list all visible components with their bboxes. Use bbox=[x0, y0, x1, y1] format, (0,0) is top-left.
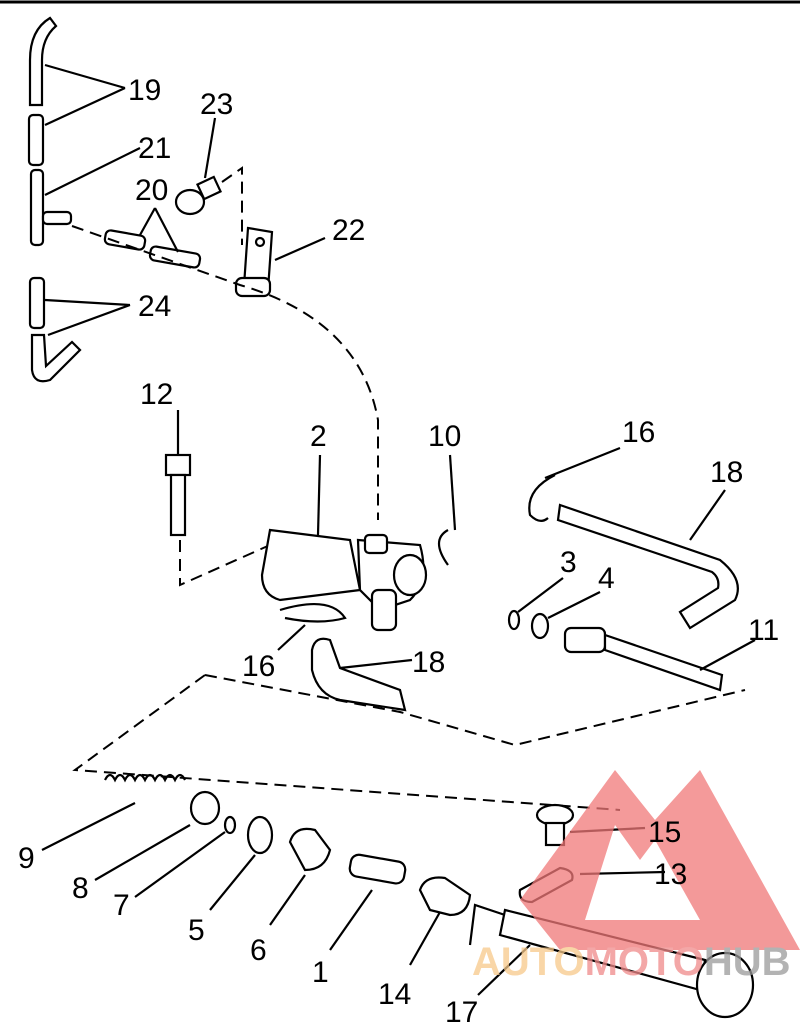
hose-18 bbox=[556, 503, 739, 630]
leader-dashed bbox=[72, 674, 621, 811]
watermark-hub: HUB bbox=[704, 940, 791, 984]
label-2: 2 bbox=[310, 420, 327, 453]
label-24: 24 bbox=[138, 290, 171, 323]
svg-text:AUTOMOTOHUB: AUTOMOTOHUB bbox=[472, 940, 791, 984]
label-22: 22 bbox=[332, 214, 365, 247]
bolt-12 bbox=[164, 453, 192, 537]
plunger-1 bbox=[348, 853, 407, 885]
leader-dashed bbox=[71, 225, 379, 520]
part-labels: 19 23 21 20 22 24 12 2 10 16 18 3 4 11 1… bbox=[18, 74, 779, 1024]
cap-6 bbox=[288, 827, 332, 872]
hose-18 bbox=[310, 637, 407, 712]
clip-10 bbox=[437, 529, 449, 566]
nut-14 bbox=[418, 876, 472, 917]
hose-24 bbox=[28, 276, 82, 383]
hose-20 bbox=[103, 229, 202, 269]
oring-3 bbox=[507, 609, 521, 631]
label-10: 10 bbox=[428, 420, 461, 453]
label-23: 23 bbox=[200, 88, 233, 121]
carburetor-body-2 bbox=[260, 528, 428, 632]
washer-8 bbox=[189, 790, 221, 826]
clip-16 bbox=[528, 474, 556, 522]
leader-lines bbox=[41, 63, 756, 996]
label-5: 5 bbox=[188, 914, 205, 947]
label-13: 13 bbox=[654, 858, 687, 891]
label-6: 6 bbox=[250, 934, 267, 967]
clip-16 bbox=[279, 603, 347, 623]
label-9: 9 bbox=[18, 842, 35, 875]
label-7: 7 bbox=[113, 889, 130, 922]
label-18: 18 bbox=[412, 646, 445, 679]
leader-dashed bbox=[221, 166, 243, 245]
leader-dashed bbox=[204, 674, 746, 747]
oring-4 bbox=[530, 612, 550, 640]
label-18: 18 bbox=[710, 456, 743, 489]
screw-15 bbox=[535, 803, 575, 847]
label-12: 12 bbox=[140, 378, 173, 411]
label-3: 3 bbox=[560, 546, 577, 579]
spring-9 bbox=[104, 773, 186, 783]
tee-fitting-21 bbox=[29, 168, 73, 247]
oring-5 bbox=[246, 815, 274, 855]
watermark-moto: MOTO bbox=[585, 940, 704, 984]
label-1: 1 bbox=[312, 956, 329, 989]
label-20: 20 bbox=[135, 174, 168, 207]
leader-dashed bbox=[179, 540, 271, 587]
needle-11 bbox=[563, 626, 724, 692]
label-11: 11 bbox=[748, 614, 779, 647]
watermark-auto: AUTO bbox=[472, 940, 585, 984]
oring-7 bbox=[223, 815, 237, 835]
label-4: 4 bbox=[598, 562, 615, 595]
screw-23 bbox=[174, 175, 222, 216]
label-19: 19 bbox=[128, 74, 161, 107]
label-17: 17 bbox=[445, 996, 478, 1024]
label-16: 16 bbox=[242, 650, 275, 683]
label-14: 14 bbox=[378, 978, 411, 1011]
clip-22 bbox=[234, 226, 274, 298]
label-21: 21 bbox=[138, 132, 171, 165]
label-8: 8 bbox=[72, 872, 89, 905]
hose-19 bbox=[27, 16, 58, 167]
watermark-logo: AUTOMOTOHUB bbox=[472, 770, 800, 984]
label-16: 16 bbox=[622, 416, 655, 449]
label-15: 15 bbox=[648, 816, 681, 849]
